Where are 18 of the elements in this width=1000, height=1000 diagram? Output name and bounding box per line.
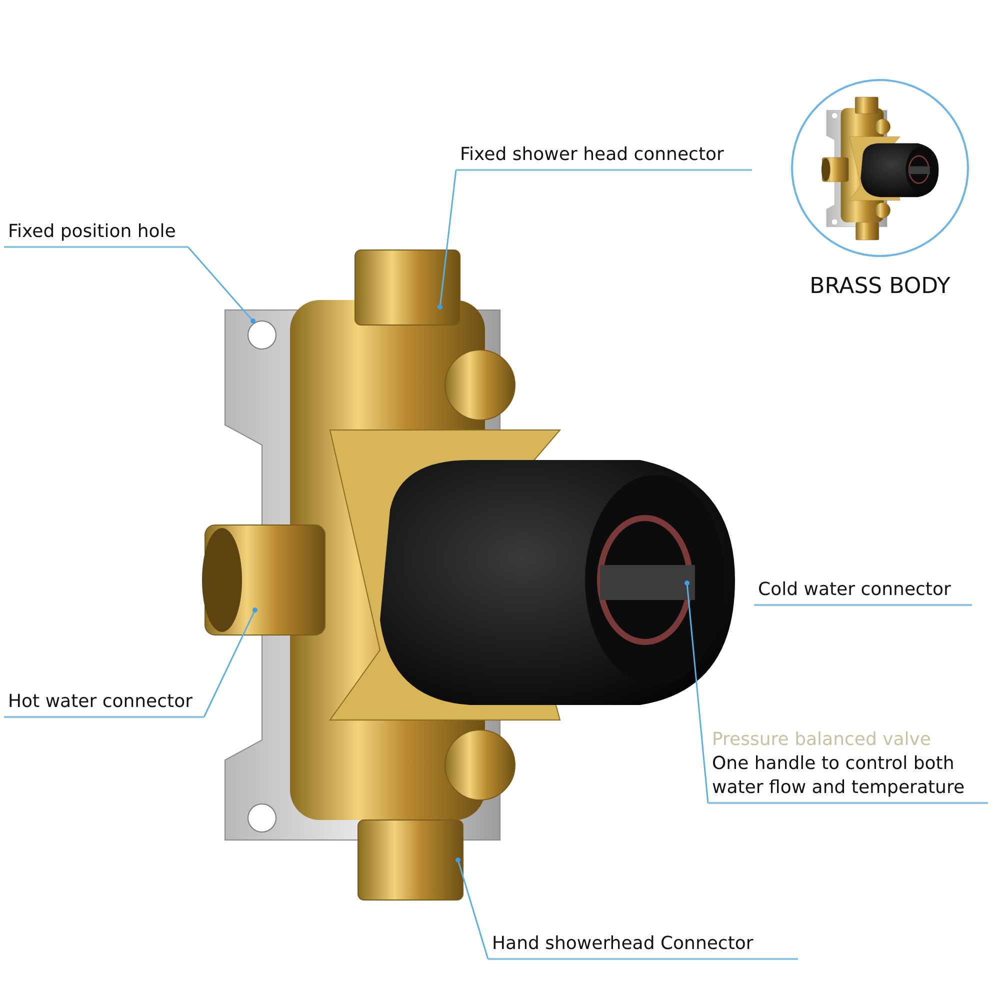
callout-underline <box>754 578 972 606</box>
callout-underline <box>4 220 188 248</box>
callout-label: Fixed position hole <box>8 220 177 244</box>
leader-line <box>438 170 457 310</box>
callout-description: One handle to control both water flow and temperature <box>712 752 966 800</box>
leader-line <box>187 246 256 324</box>
inset-caption: BRASS BODY <box>808 274 952 299</box>
callout-label: Hot water connector <box>8 690 194 714</box>
callout-underline <box>456 143 752 171</box>
leader-line <box>456 858 489 960</box>
callout-label: Fixed shower head connector <box>460 143 725 167</box>
callout-heading: Pressure balanced valve <box>712 728 932 752</box>
callout-underline <box>708 728 988 804</box>
leader-line <box>684 580 709 804</box>
leader-line <box>203 608 258 718</box>
callout-label: Cold water connector <box>758 578 952 602</box>
callout-label: Hand showerhead Connector <box>492 932 754 956</box>
callout-underline <box>488 932 798 960</box>
